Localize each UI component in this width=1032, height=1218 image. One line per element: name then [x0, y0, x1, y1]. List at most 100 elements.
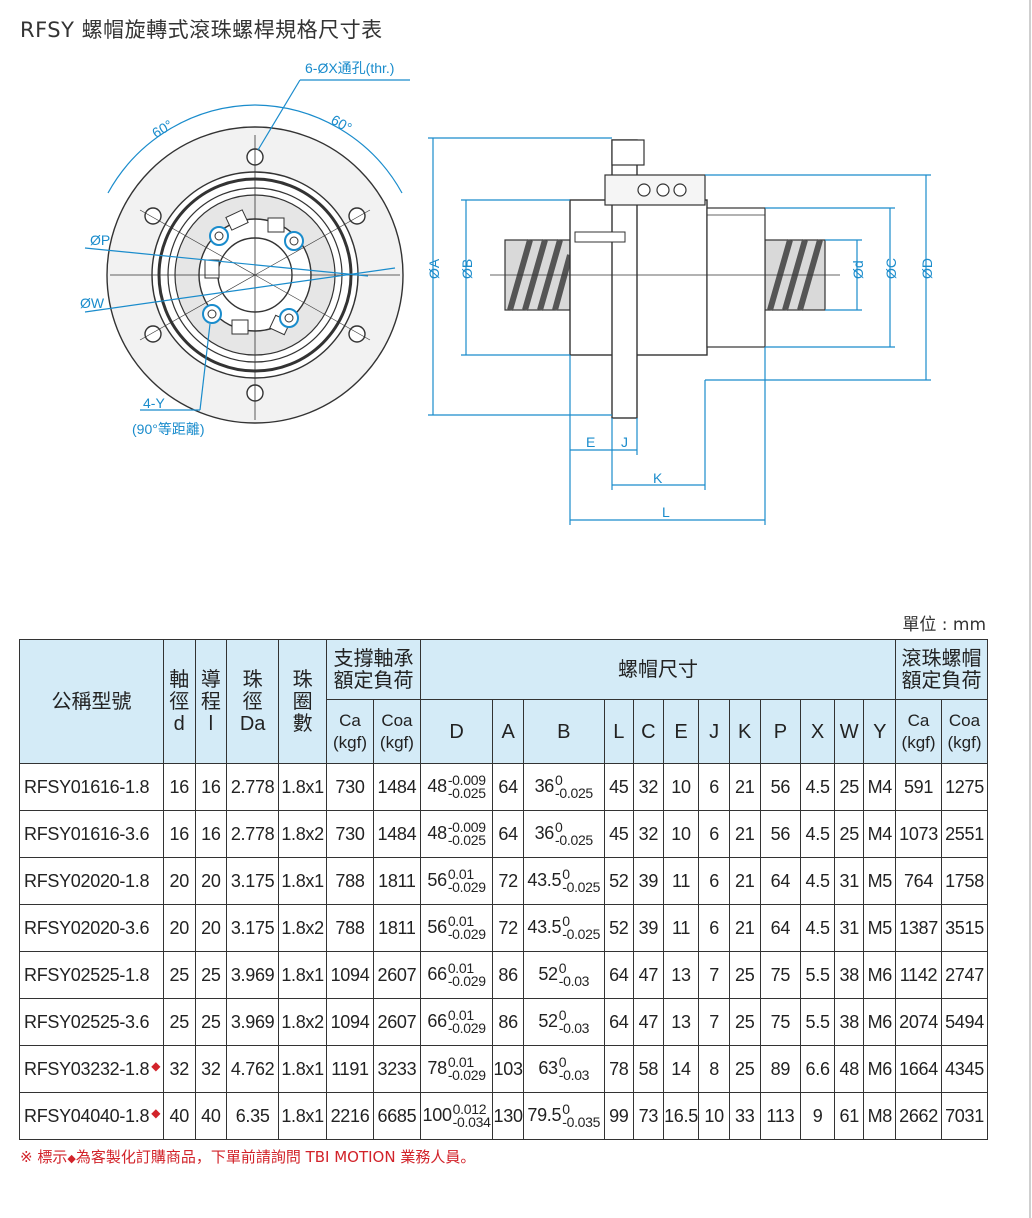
cell-ca: 2074	[895, 998, 942, 1046]
cell-ca: 591	[895, 763, 942, 811]
cell-X: 6.6	[800, 1045, 835, 1093]
cell-P: 75	[759, 951, 802, 999]
cell-Y: M5	[863, 857, 897, 905]
cell-E: 13	[662, 998, 700, 1046]
cell-K: 21	[728, 857, 761, 905]
cell-L: 64	[603, 998, 635, 1046]
cell-d: 20	[162, 904, 196, 952]
cell-X: 5.5	[800, 998, 835, 1046]
cell-coa: 3515	[940, 904, 989, 952]
cell-L: 52	[603, 857, 635, 905]
cell-W: 25	[833, 763, 865, 811]
cell-K: 21	[728, 810, 761, 858]
front-view	[84, 79, 410, 424]
cell-d: 16	[162, 810, 196, 858]
cell-ca: 764	[895, 857, 942, 905]
cell-L: 99	[603, 1092, 635, 1140]
footnote-prefix: ※ 標示	[20, 1148, 68, 1166]
cell-da: 3.969	[226, 951, 280, 999]
cell-sca: 1094	[326, 998, 374, 1046]
cell-Y: M4	[863, 810, 897, 858]
cell-X: 5.5	[800, 951, 835, 999]
label-p: ØP	[90, 232, 110, 248]
cell-E: 16.5	[662, 1092, 700, 1140]
cell-ca: 1073	[895, 810, 942, 858]
cell-C: 47	[633, 951, 664, 999]
header-support-ca: Ca (kgf)	[326, 699, 374, 764]
cell-sca: 730	[326, 763, 374, 811]
cell-K: 21	[728, 763, 761, 811]
cell-P: 56	[759, 763, 802, 811]
cell-Y: M8	[863, 1092, 897, 1140]
cell-coa: 5494	[940, 998, 989, 1046]
page-right-border	[1029, 0, 1031, 1218]
header-col-y: Y	[863, 699, 897, 764]
cell-Y: M6	[863, 998, 897, 1046]
cell-W: 31	[833, 904, 865, 952]
cell-d: 32	[162, 1045, 196, 1093]
cell-coa: 2747	[940, 951, 989, 999]
cell-A: 64	[492, 810, 524, 858]
cell-scoa: 6685	[372, 1092, 421, 1140]
cell-da: 3.175	[226, 904, 280, 952]
cell-circ: 1.8x2	[278, 904, 328, 952]
header-col-e: E	[662, 699, 700, 764]
cell-l: 16	[194, 763, 228, 811]
footnote-text: 為客製化訂購商品，下單前請詢問 TBI MOTION 業務人員。	[75, 1148, 476, 1166]
unit-label: 單位 : mm	[902, 615, 986, 635]
cell-sca: 1191	[326, 1045, 374, 1093]
cell-J: 6	[698, 810, 730, 858]
cell-l: 25	[194, 951, 228, 999]
label-k: K	[653, 470, 663, 486]
cell-ca: 1142	[895, 951, 942, 999]
cell-l: 16	[194, 810, 228, 858]
cell-E: 14	[662, 1045, 700, 1093]
cell-A: 72	[492, 904, 524, 952]
side-view	[428, 137, 931, 525]
label-a: ØA	[426, 258, 442, 279]
header-col-c: C	[633, 699, 664, 764]
header-support-coa: Coa (kgf)	[372, 699, 421, 764]
cell-da: 2.778	[226, 763, 280, 811]
cell-ca: 1664	[895, 1045, 942, 1093]
label-j: J	[621, 434, 628, 450]
cell-P: 64	[759, 904, 802, 952]
cell-l: 20	[194, 904, 228, 952]
cell-P: 89	[759, 1045, 802, 1093]
label-dd: ØD	[919, 258, 935, 279]
cell-Y: M6	[863, 951, 897, 999]
cell-sca: 2216	[326, 1092, 374, 1140]
header-ballnut-load: 滾珠螺帽額定負荷	[895, 639, 988, 700]
cell-C: 47	[633, 998, 664, 1046]
cell-D: 48-0.009-0.025	[419, 810, 494, 858]
cell-E: 11	[662, 904, 700, 952]
cell-W: 38	[833, 998, 865, 1046]
cell-J: 7	[698, 998, 730, 1046]
cell-J: 7	[698, 951, 730, 999]
cell-model: RFSY02525-1.8	[19, 951, 164, 999]
cell-scoa: 1811	[372, 857, 421, 905]
cell-E: 10	[662, 763, 700, 811]
label-e: E	[586, 434, 595, 450]
cell-model: RFSY02020-1.8	[19, 857, 164, 905]
cell-coa: 7031	[940, 1092, 989, 1140]
cell-da: 4.762	[226, 1045, 280, 1093]
footnote-diamond-icon: ◆	[67, 1152, 76, 1165]
angle-label-2: 60°	[328, 111, 354, 135]
hole-label: 6-ØX通孔(thr.)	[305, 60, 394, 76]
header-nut-ca: Ca (kgf)	[895, 699, 942, 764]
cell-X: 4.5	[800, 763, 835, 811]
cell-C: 39	[633, 904, 664, 952]
